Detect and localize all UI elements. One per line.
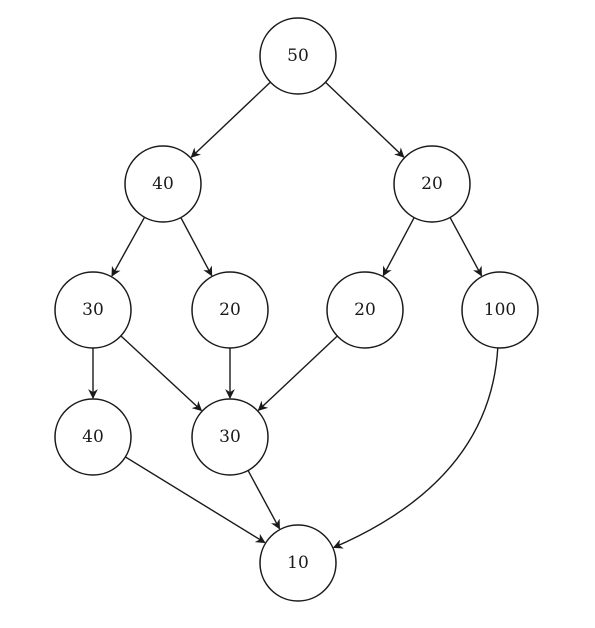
- graph-node-n8: 40: [54, 398, 132, 476]
- node-circle: [191, 398, 269, 476]
- graph-node-n1: 50: [259, 17, 337, 95]
- graph-node-n5: 20: [191, 271, 269, 349]
- nodes-layer: 50 40 20 30 20 20 100 40 30 10: [54, 17, 539, 602]
- node-circle: [124, 145, 202, 223]
- edge-n3-n7: [449, 217, 483, 277]
- graph-node-n2: 40: [124, 145, 202, 223]
- graph-node-n6: 20: [326, 271, 404, 349]
- edge-n1-n3: [324, 81, 405, 158]
- node-circle: [54, 398, 132, 476]
- node-label: 20: [219, 300, 241, 320]
- graph-node-n9: 30: [191, 398, 269, 476]
- node-label: 30: [82, 300, 104, 320]
- node-circle: [191, 271, 269, 349]
- node-label: 100: [484, 300, 516, 320]
- edge-n8-n10: [125, 456, 266, 544]
- node-circle: [54, 271, 132, 349]
- edge-n3-n6: [382, 217, 415, 277]
- edge-n2-n5: [180, 217, 213, 277]
- node-circle: [461, 271, 539, 349]
- node-label: 40: [152, 174, 174, 194]
- graph-node-n10: 10: [259, 524, 337, 602]
- edge-n1-n2: [190, 81, 271, 158]
- node-label: 30: [219, 427, 241, 447]
- node-circle: [259, 17, 337, 95]
- node-label: 50: [287, 46, 309, 66]
- node-label: 20: [421, 174, 443, 194]
- node-circle: [393, 145, 471, 223]
- graph-node-n7: 100: [461, 271, 539, 349]
- node-label: 20: [354, 300, 376, 320]
- node-label: 10: [287, 553, 309, 573]
- node-circle: [259, 524, 337, 602]
- edge-n6-n9: [257, 335, 338, 411]
- node-circle: [326, 271, 404, 349]
- node-label: 40: [82, 427, 104, 447]
- edge-n4-n9: [120, 335, 203, 412]
- graph-node-n3: 20: [393, 145, 471, 223]
- edges-layer: [88, 81, 499, 549]
- edge-n7-n10: [332, 347, 499, 549]
- graph-node-n4: 30: [54, 271, 132, 349]
- edge-n9-n10: [247, 470, 281, 530]
- edge-n2-n4: [111, 216, 146, 277]
